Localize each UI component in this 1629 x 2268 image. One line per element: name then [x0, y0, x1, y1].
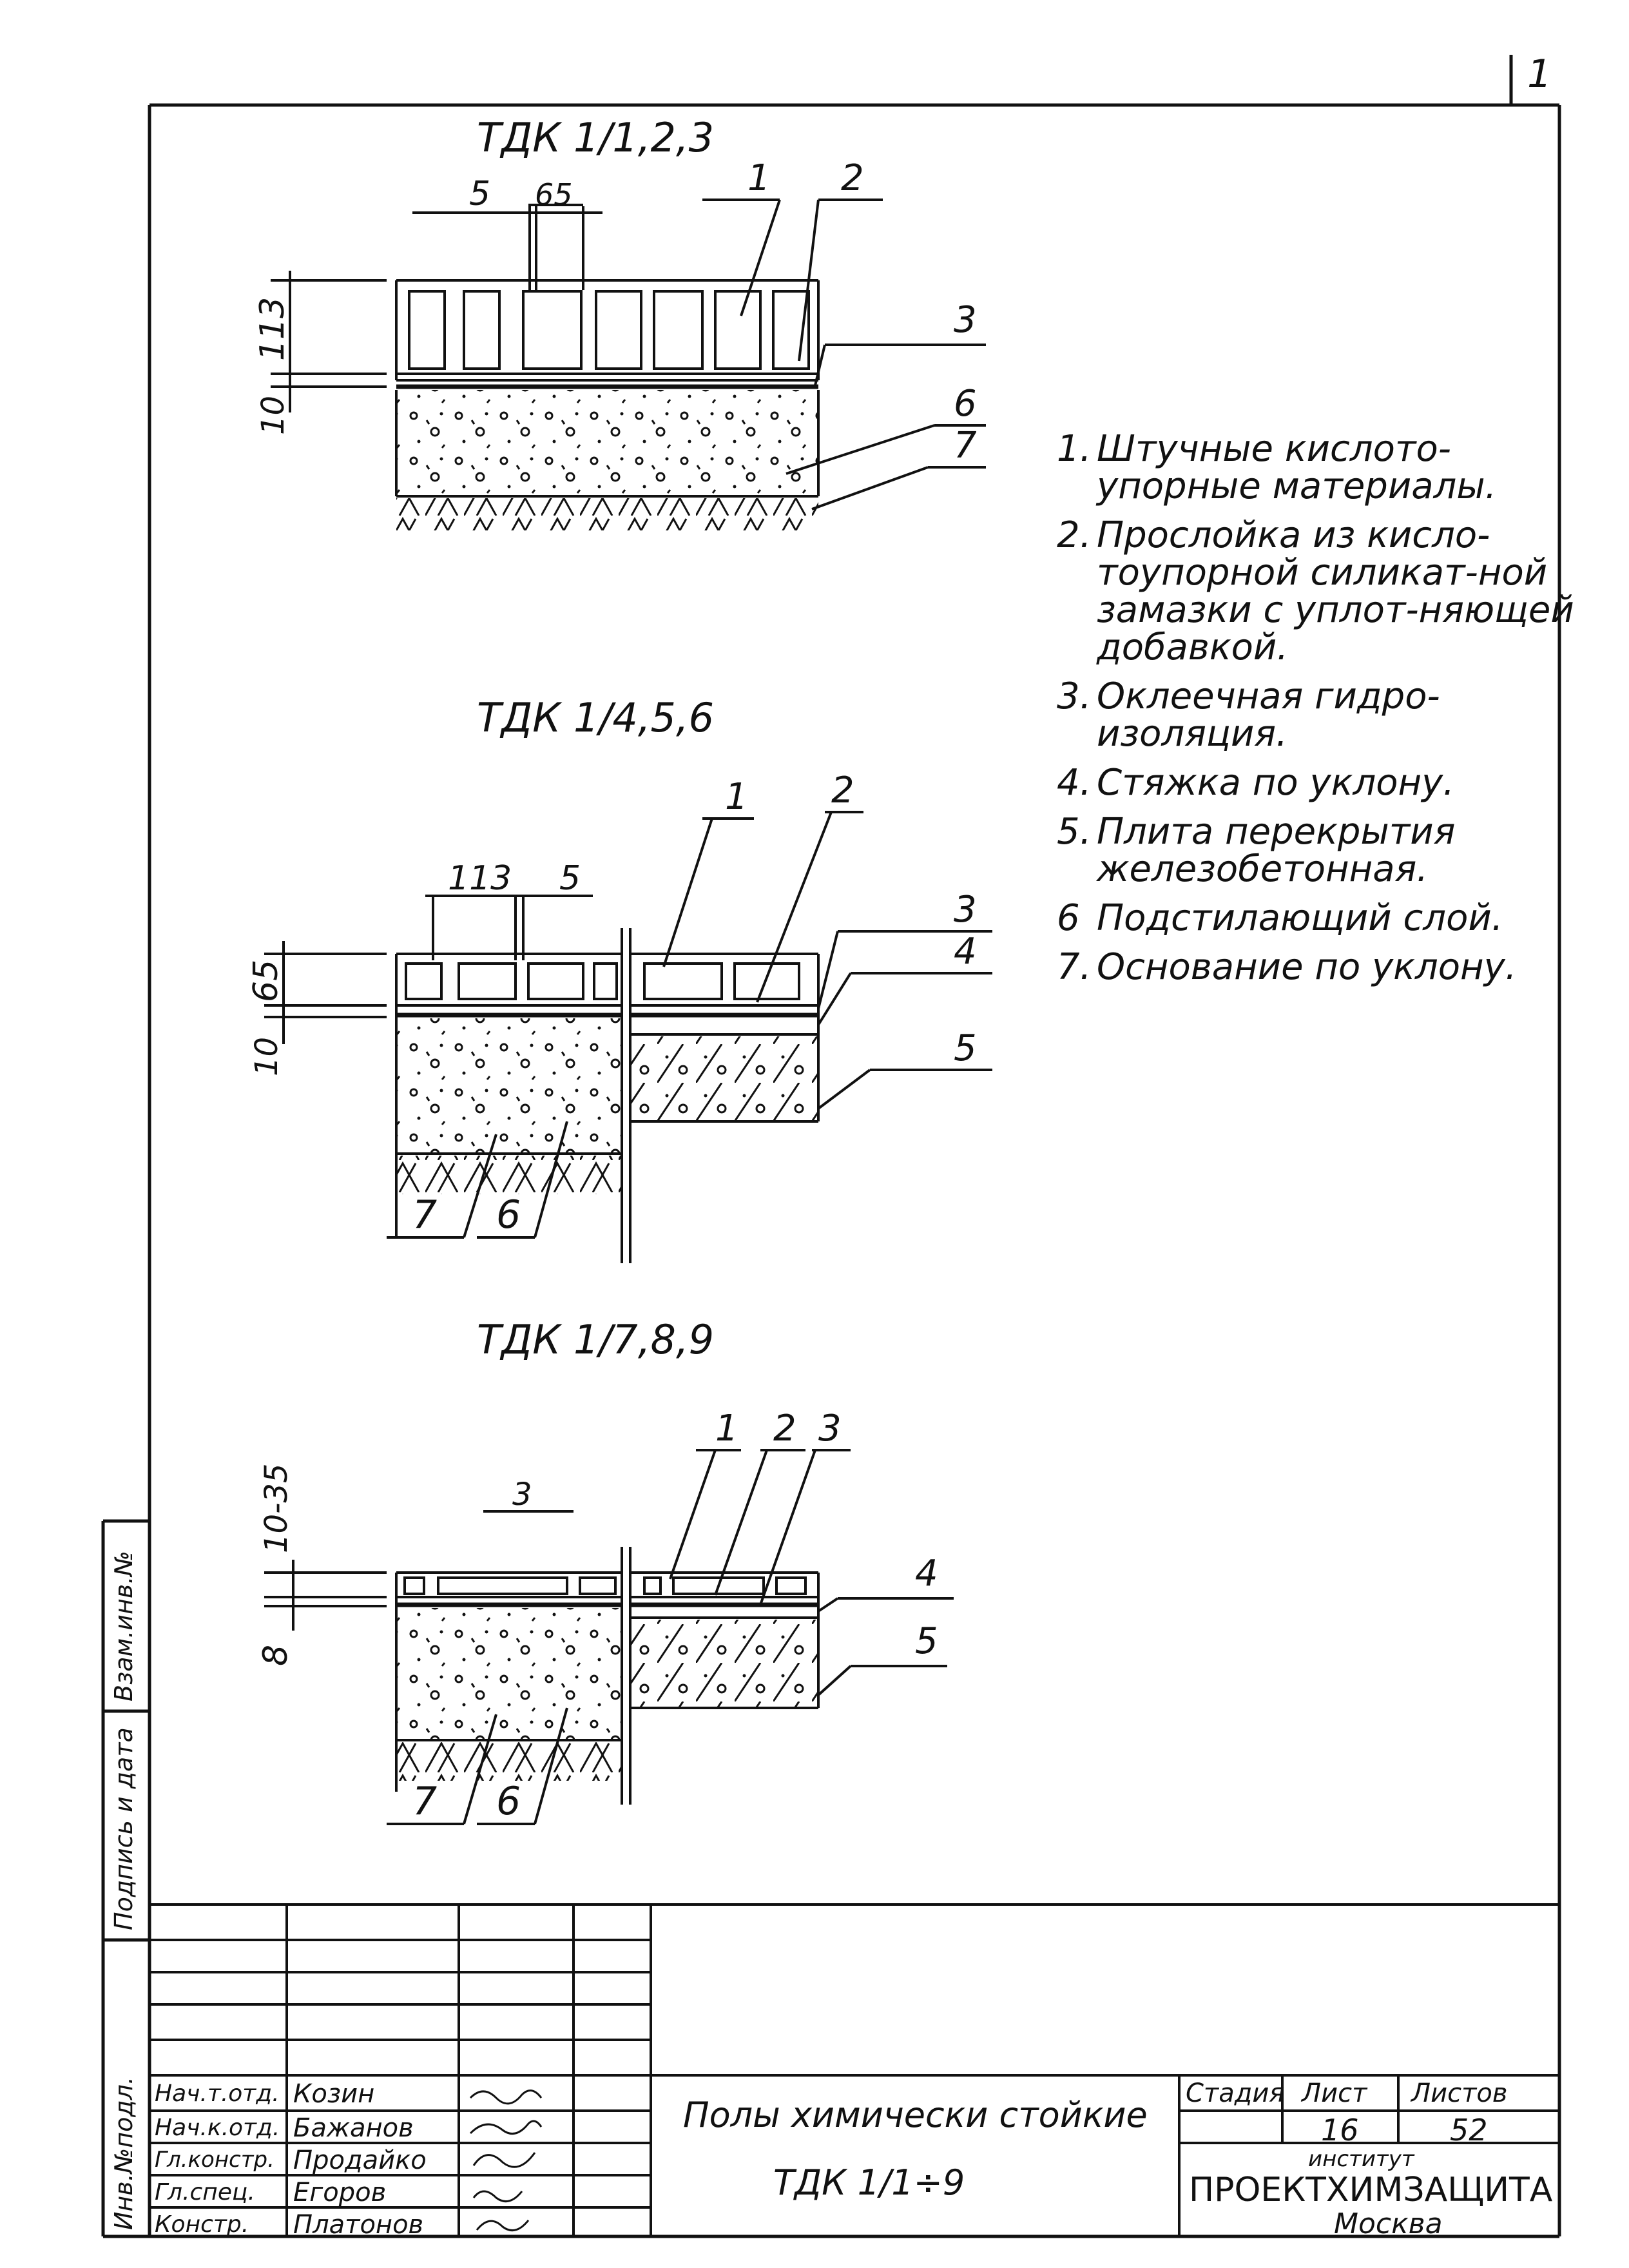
title-block-grid [149, 1903, 1559, 2236]
section-2-dim-5: 5 [559, 859, 581, 898]
legend-number: 6 [1057, 897, 1080, 939]
section-2-callout-7: 7 [412, 1192, 437, 1237]
section-3-callout-2: 2 [773, 1408, 796, 1449]
drawing-code: ТДК 1/1÷9 [773, 2162, 965, 2203]
side-label-sign-date: Подпись и дата [110, 1727, 138, 1930]
legend-item: 5.Плита перекрытия железобетонная. [1057, 813, 1611, 888]
section-1-dim-10: 10 [255, 396, 291, 435]
role-5: Констр. [155, 2211, 249, 2238]
section-2-title: ТДК 1/4,5,6 [477, 694, 714, 741]
section-2-dim-65: 65 [247, 960, 285, 1002]
legend-number: 4. [1057, 762, 1092, 804]
legend-item: 6 Подстилающий слой. [1057, 900, 1611, 937]
section-3-callout-7: 7 [412, 1779, 437, 1824]
section-1-dim-65: 65 [535, 177, 573, 212]
role-3: Гл.констр. [155, 2147, 275, 2173]
name-4: Егоров [293, 2178, 387, 2207]
section-1-drawing [271, 199, 986, 530]
side-label-replaced-inv: Взам.инв.№ [110, 1551, 138, 1701]
name-3: Продайко [293, 2146, 427, 2175]
legend-text: Оклеечная гидро-изоляция. [1097, 675, 1440, 755]
sheet-number: 16 [1321, 2113, 1359, 2147]
legend-number: 7. [1057, 946, 1092, 988]
section-1-title: ТДК 1/1,2,3 [477, 114, 714, 161]
legend-text: Штучные кислото-упорные материалы. [1097, 428, 1497, 507]
section-1-callout-7: 7 [954, 425, 977, 467]
section-2-callout-5: 5 [954, 1027, 977, 1069]
section-3-dim-10-35: 10-35 [258, 1464, 294, 1553]
section-2-drawing [264, 811, 992, 1263]
sheet-frame [101, 55, 1561, 2238]
signatures [469, 2089, 543, 2232]
section-2-callout-2: 2 [831, 770, 854, 811]
role-4: Гл.спец. [155, 2179, 255, 2205]
org-name: ПРОЕКТХИМЗАЩИТА [1189, 2171, 1553, 2209]
section-3-callout-6: 6 [496, 1779, 521, 1824]
section-1-dim-5: 5 [469, 175, 490, 213]
legend: 1.Штучные кислото-упорные материалы. 2.П… [1057, 431, 1611, 998]
sheet-label: Лист [1302, 2079, 1367, 2108]
section-2-callout-4: 4 [954, 931, 977, 973]
city: Москва [1334, 2207, 1443, 2240]
section-2-callout-6: 6 [496, 1192, 521, 1237]
side-label-inv: Инв.№подл. [110, 2076, 138, 2230]
section-2-callout-3: 3 [954, 889, 977, 931]
section-2-dim-10: 10 [249, 1037, 285, 1076]
legend-text: Стяжка по уклону. [1097, 762, 1455, 804]
legend-item: 4.Стяжка по уклону. [1057, 764, 1611, 802]
name-1: Козин [293, 2079, 375, 2109]
section-1-callout-3: 3 [954, 299, 977, 341]
section-3-callout-5: 5 [915, 1620, 938, 1662]
legend-text: Прослойка из кисло-тоупорной силикат-ной… [1097, 514, 1574, 668]
legend-number: 3. [1057, 675, 1092, 717]
section-1-callout-1: 1 [747, 157, 771, 199]
legend-item: 3.Оклеечная гидро-изоляция. [1057, 678, 1611, 753]
section-3-callout-4: 4 [915, 1553, 938, 1594]
legend-number: 5. [1057, 811, 1092, 853]
legend-text: Подстилающий слой. [1097, 897, 1503, 939]
section-1-callout-2: 2 [841, 157, 864, 199]
section-3-callout-3: 3 [818, 1408, 842, 1449]
section-1-callout-6: 6 [954, 383, 977, 425]
name-2: Бажанов [293, 2113, 414, 2143]
legend-text: Плита перекрытия железобетонная. [1097, 811, 1456, 890]
page-number: 1 [1527, 52, 1552, 97]
legend-number: 1. [1057, 428, 1092, 470]
section-2-dim-113: 113 [448, 859, 512, 898]
section-3-drawing [264, 1449, 954, 1825]
section-2-callout-1: 1 [725, 776, 748, 818]
legend-item: 7.Основание по уклону. [1057, 949, 1611, 986]
stage-label: Стадия [1186, 2079, 1285, 2108]
sheets-label: Листов [1411, 2079, 1508, 2108]
sheets-count: 52 [1450, 2113, 1488, 2147]
drawing-title: Полы химически стойкие [683, 2095, 1148, 2135]
role-1: Нач.т.отд. [155, 2080, 280, 2107]
legend-text: Основание по уклону. [1097, 946, 1517, 988]
section-3-dim-3: 3 [512, 1477, 532, 1513]
legend-item: 2.Прослойка из кисло-тоупорной силикат-н… [1057, 517, 1611, 666]
legend-item: 1.Штучные кислото-упорные материалы. [1057, 431, 1611, 505]
section-3-callout-1: 1 [715, 1408, 738, 1449]
name-5: Платонов [293, 2210, 424, 2240]
section-3-title: ТДК 1/7,8,9 [477, 1316, 714, 1363]
section-3-dim-8: 8 [256, 1645, 295, 1666]
legend-number: 2. [1057, 514, 1092, 556]
org-top: институт [1308, 2146, 1414, 2172]
role-2: Нач.к.отд. [155, 2115, 280, 2141]
section-1-dim-113: 113 [253, 297, 292, 361]
